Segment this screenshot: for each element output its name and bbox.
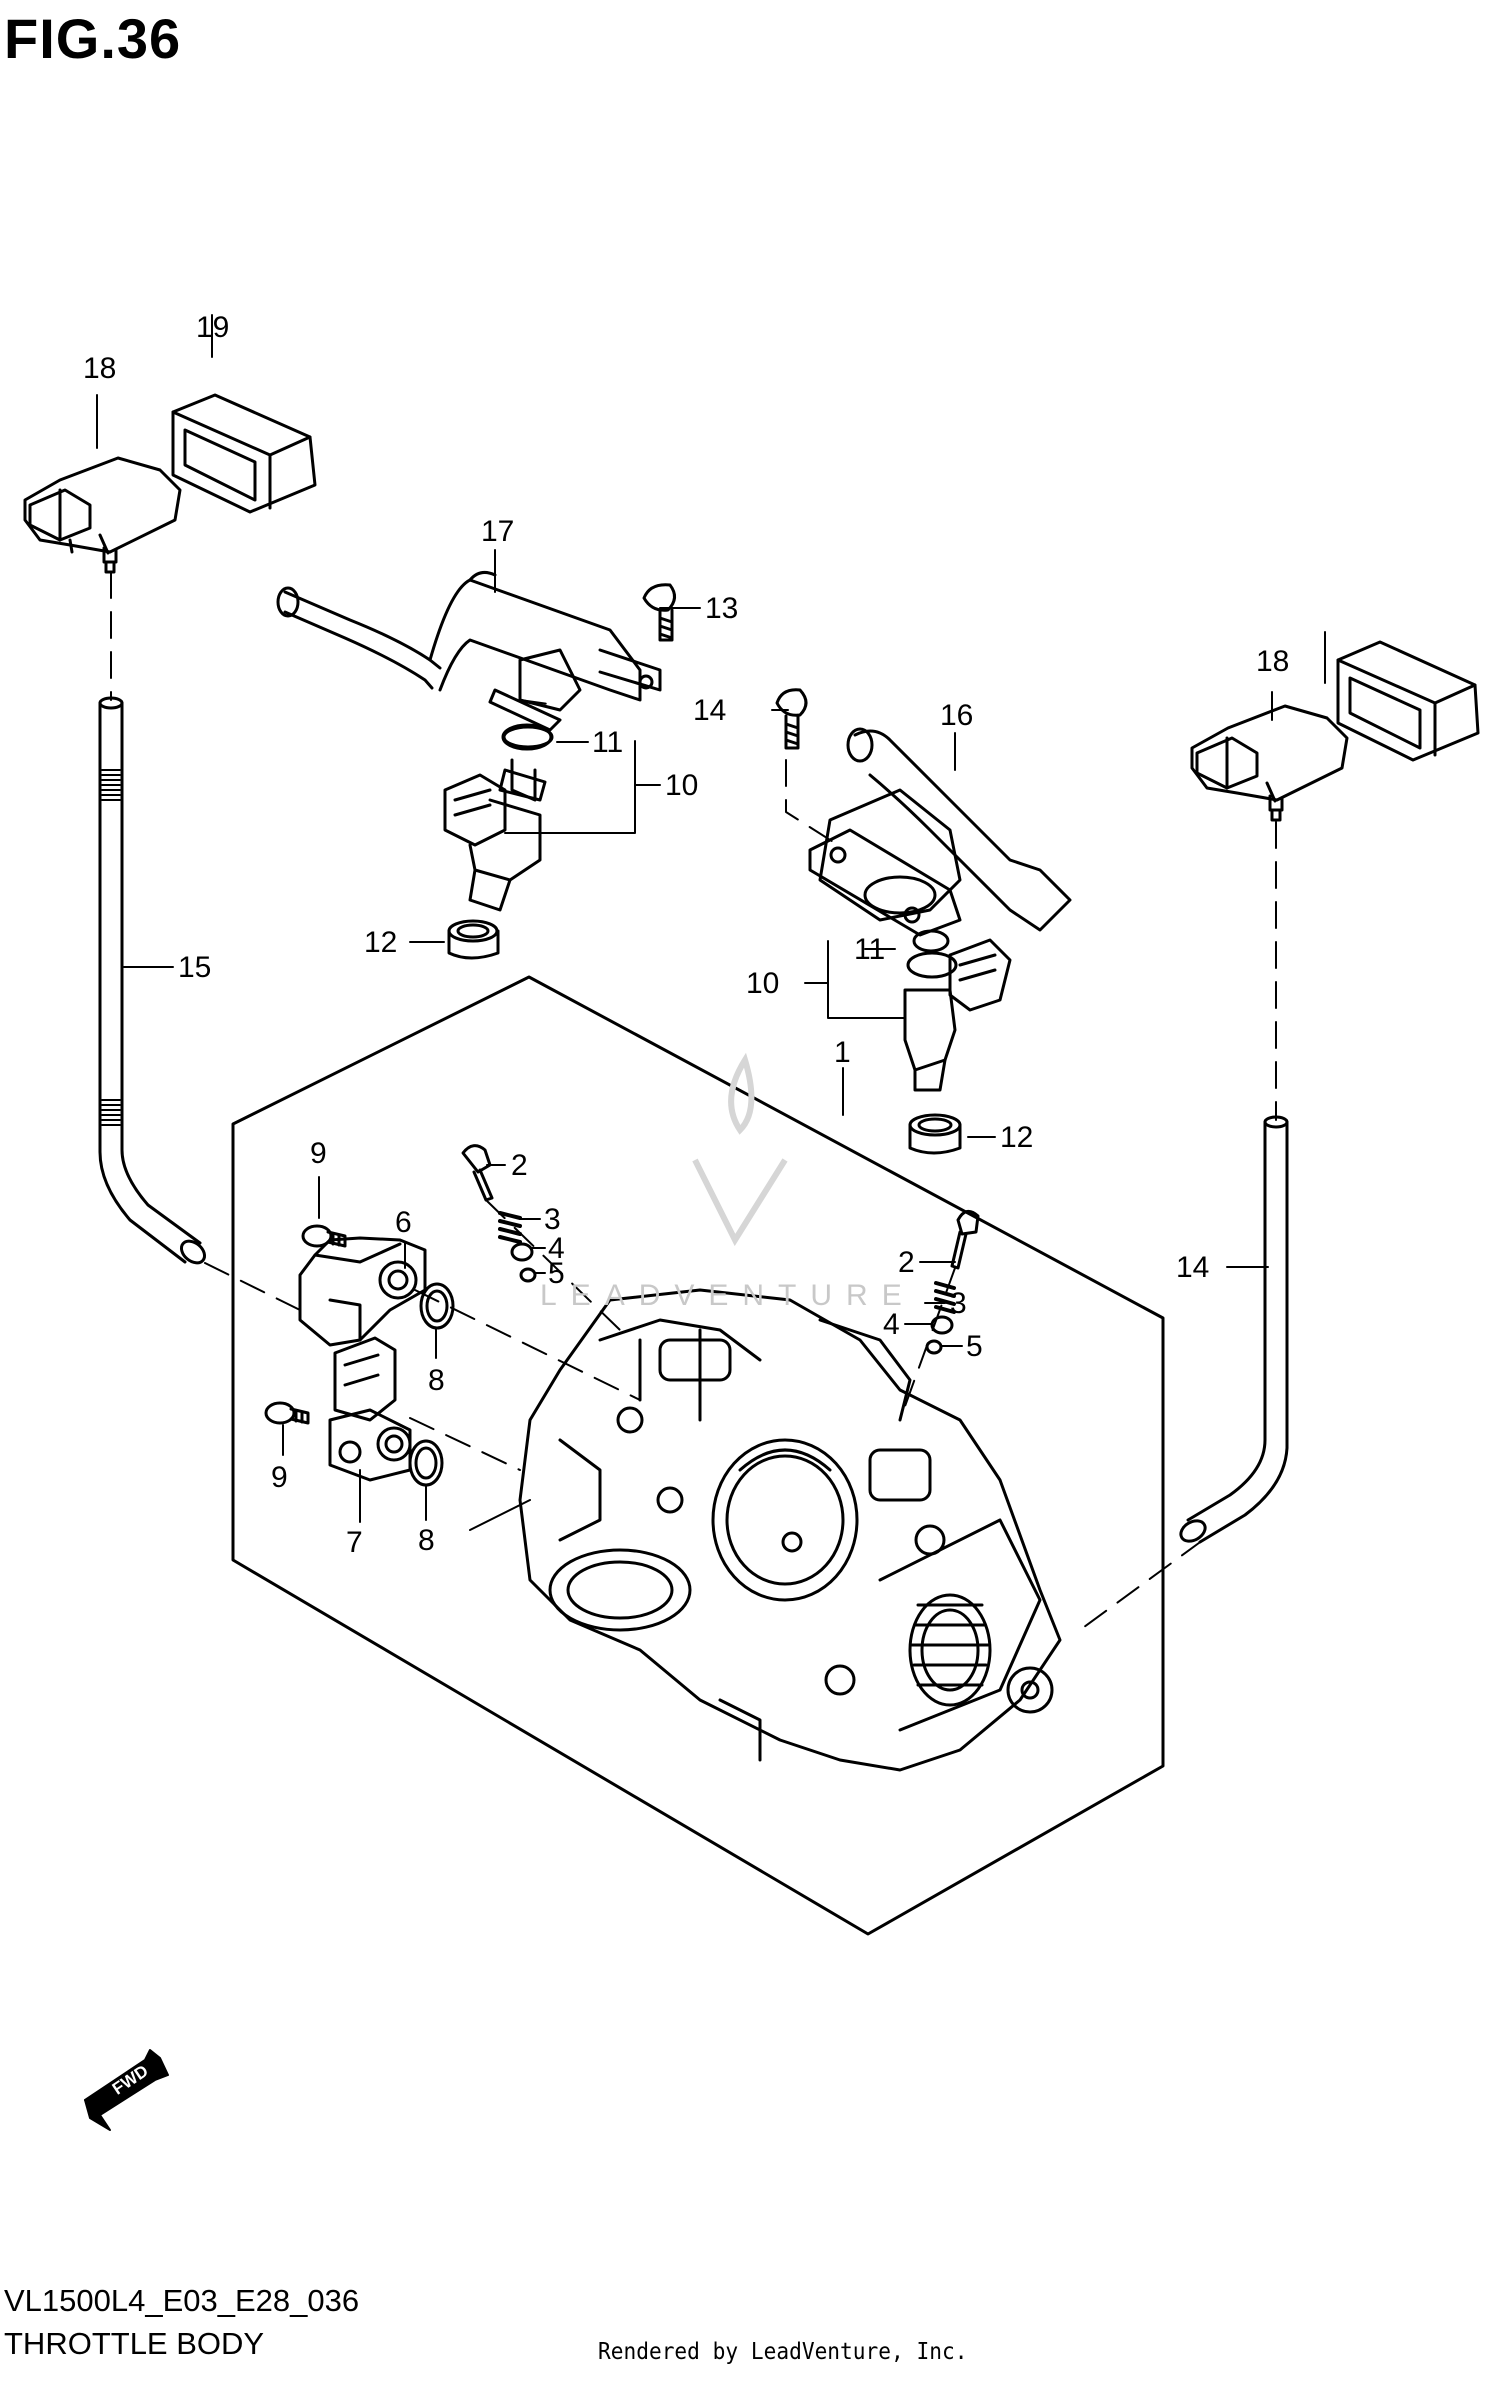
watermark-text: LEADVENTURE [540, 1279, 916, 1312]
part-8-oring-upper [419, 1282, 455, 1330]
part-2-screw-left [461, 1144, 494, 1202]
callout-12-left: 12 [364, 926, 397, 959]
part-8-oring-lower-inner [414, 1446, 438, 1480]
callout-2-left: 2 [511, 1149, 528, 1182]
callout-9-lower: 9 [271, 1461, 288, 1494]
part-13-screw-lower [775, 688, 808, 750]
part-3-spring-left [498, 1211, 522, 1244]
callout-7: 7 [346, 1526, 363, 1559]
part-4-washer-left [510, 1242, 534, 1262]
callout-5-left: 5 [548, 1257, 565, 1290]
throttle-body-outline-box [231, 975, 1165, 1936]
section-name: THROTTLE BODY [4, 2326, 265, 2361]
part-11-oring-left [502, 725, 554, 749]
part-7-sensor [328, 1336, 412, 1482]
callout-8-lower: 8 [418, 1524, 435, 1557]
part-10-injector-left [443, 723, 553, 912]
part-15-hose-left [98, 696, 207, 1265]
part-5-oring-left [519, 1267, 537, 1283]
callout-16: 16 [940, 699, 973, 732]
callout-3-right: 3 [950, 1287, 967, 1320]
part-16-fuel-pipe [808, 727, 1072, 937]
callout-19-left: 19 [196, 311, 229, 344]
callout-numbers: 19 18 17 13 18 14 16 11 10 12 15 11 10 1… [83, 311, 1289, 1559]
callout-5-right: 5 [966, 1330, 983, 1363]
part-8-oring-upper-inner [425, 1289, 449, 1323]
callout-6: 6 [395, 1206, 412, 1239]
callout-18-right: 18 [1256, 645, 1289, 678]
callout-11-left: 11 [592, 726, 623, 759]
part-9-bolt-upper [301, 1224, 347, 1248]
part-11-oring-right [912, 929, 950, 953]
part-2-screw-right [950, 1209, 980, 1270]
callout-15: 15 [178, 951, 211, 984]
callout-14: 14 [1176, 1251, 1209, 1284]
callout-17: 17 [481, 515, 514, 548]
callout-18-left: 18 [83, 352, 116, 385]
part-19-cover-right [1336, 640, 1480, 762]
part-18-map-sensor-right [1190, 704, 1349, 822]
part-12-seal-right [908, 1113, 962, 1155]
callout-8-upper: 8 [428, 1364, 445, 1397]
assembly-dash-lines [110, 571, 1277, 1631]
part-6-sensor [298, 1236, 427, 1347]
part-5-oring-right [925, 1339, 943, 1355]
part-17-fuel-pipe [276, 570, 662, 732]
leader-lines [96, 314, 1326, 1531]
callout-2-right: 2 [898, 1246, 915, 1279]
callout-3-left: 3 [544, 1203, 561, 1236]
watermark-logo-icon [692, 1052, 788, 1247]
part-19-cover-left [171, 393, 317, 514]
fwd-arrow-icon [84, 2049, 169, 2131]
part-3-spring-right [934, 1281, 956, 1314]
callout-12-right: 12 [1000, 1121, 1033, 1154]
part-9-bolt-lower [264, 1401, 310, 1425]
part-12-seal-left [447, 919, 500, 960]
figure-title: FIG.36 [4, 7, 182, 70]
render-credit: Rendered by LeadVenture, Inc. [598, 2339, 968, 2365]
callout-1: 1 [834, 1036, 851, 1069]
callout-4-left: 4 [548, 1232, 565, 1265]
callout-9-upper: 9 [310, 1137, 327, 1170]
model-code: VL1500L4_E03_E28_036 [4, 2283, 360, 2318]
part-13-screw-upper [642, 583, 676, 642]
callout-13-upper: 13 [705, 592, 738, 625]
callout-10-left: 10 [665, 769, 698, 802]
callout-4-right: 4 [883, 1308, 900, 1341]
part-18-map-sensor-left [23, 456, 182, 574]
callout-11-right: 11 [854, 933, 885, 966]
callout-10-right: 10 [746, 967, 779, 1000]
part-10-injector-right [903, 938, 1012, 1092]
callout-13-lower: 14 [693, 694, 726, 727]
part-14-hose-right [1179, 1115, 1289, 1544]
throttle-body-drawing [518, 1288, 1062, 1772]
